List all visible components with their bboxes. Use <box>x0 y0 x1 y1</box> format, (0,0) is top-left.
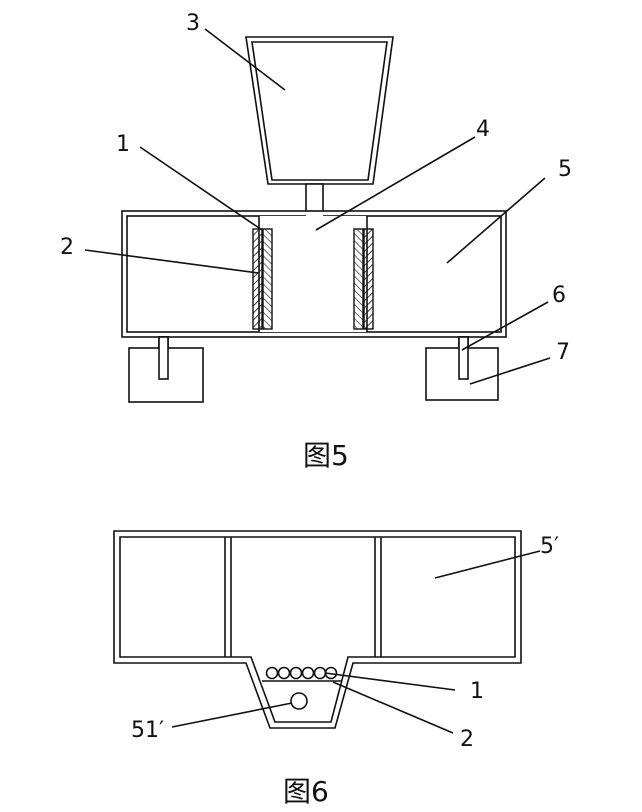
fig5-label-6: 6 <box>552 283 566 308</box>
fig5-label-2: 2 <box>60 235 74 260</box>
fig5-caption: 图5 <box>303 439 349 472</box>
fig6-label-1: 1 <box>470 679 484 704</box>
right-heater-layer <box>353 228 374 330</box>
fig6-label-2: 2 <box>460 727 474 752</box>
fig5-leader-lines <box>84 28 551 385</box>
fig5-label-5: 5 <box>558 157 572 182</box>
tank-outline <box>113 530 522 729</box>
fig5-label-7: 7 <box>556 340 570 365</box>
fig5-label-4: 4 <box>476 117 490 142</box>
fig6-label-51prime: 51′ <box>131 718 164 743</box>
fig6-caption: 图6 <box>283 775 329 808</box>
fig6-label-5prime: 5′ <box>540 534 559 559</box>
partitions <box>224 537 382 657</box>
figure-5: 3 1 2 4 5 6 7 图5 <box>60 11 572 472</box>
left-heater-layer <box>252 228 273 330</box>
fig5-label-3: 3 <box>186 11 200 36</box>
figure-6: 5′ 1 2 51′ 图6 <box>113 530 559 808</box>
drain-port <box>290 692 308 710</box>
funnel-hopper <box>245 36 394 185</box>
fig5-label-1: 1 <box>116 132 130 157</box>
inner-chamber <box>258 214 368 332</box>
fig6-leader-lines <box>171 550 541 734</box>
